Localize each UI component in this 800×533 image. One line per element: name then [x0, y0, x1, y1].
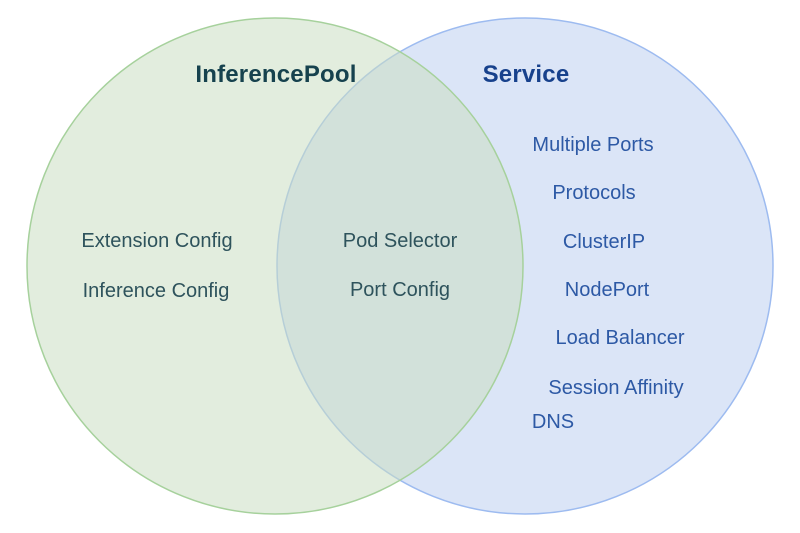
item-pod-selector: Pod Selector: [342, 230, 458, 252]
item-extension-config: Extension Config: [81, 230, 233, 252]
item-protocols: Protocols: [552, 182, 636, 204]
service-title: Service: [482, 61, 570, 88]
inferencepool-circle: [26, 17, 524, 515]
item-clusterip: ClusterIP: [562, 231, 646, 253]
item-multiple-ports: Multiple Ports: [532, 134, 654, 156]
item-nodeport: NodePort: [564, 279, 650, 301]
inferencepool-title: InferencePool: [195, 61, 357, 88]
item-inference-config: Inference Config: [82, 280, 230, 302]
item-session-affinity: Session Affinity: [548, 377, 684, 399]
item-load-balancer: Load Balancer: [555, 327, 685, 349]
item-dns: DNS: [531, 411, 575, 433]
item-port-config: Port Config: [349, 279, 451, 301]
